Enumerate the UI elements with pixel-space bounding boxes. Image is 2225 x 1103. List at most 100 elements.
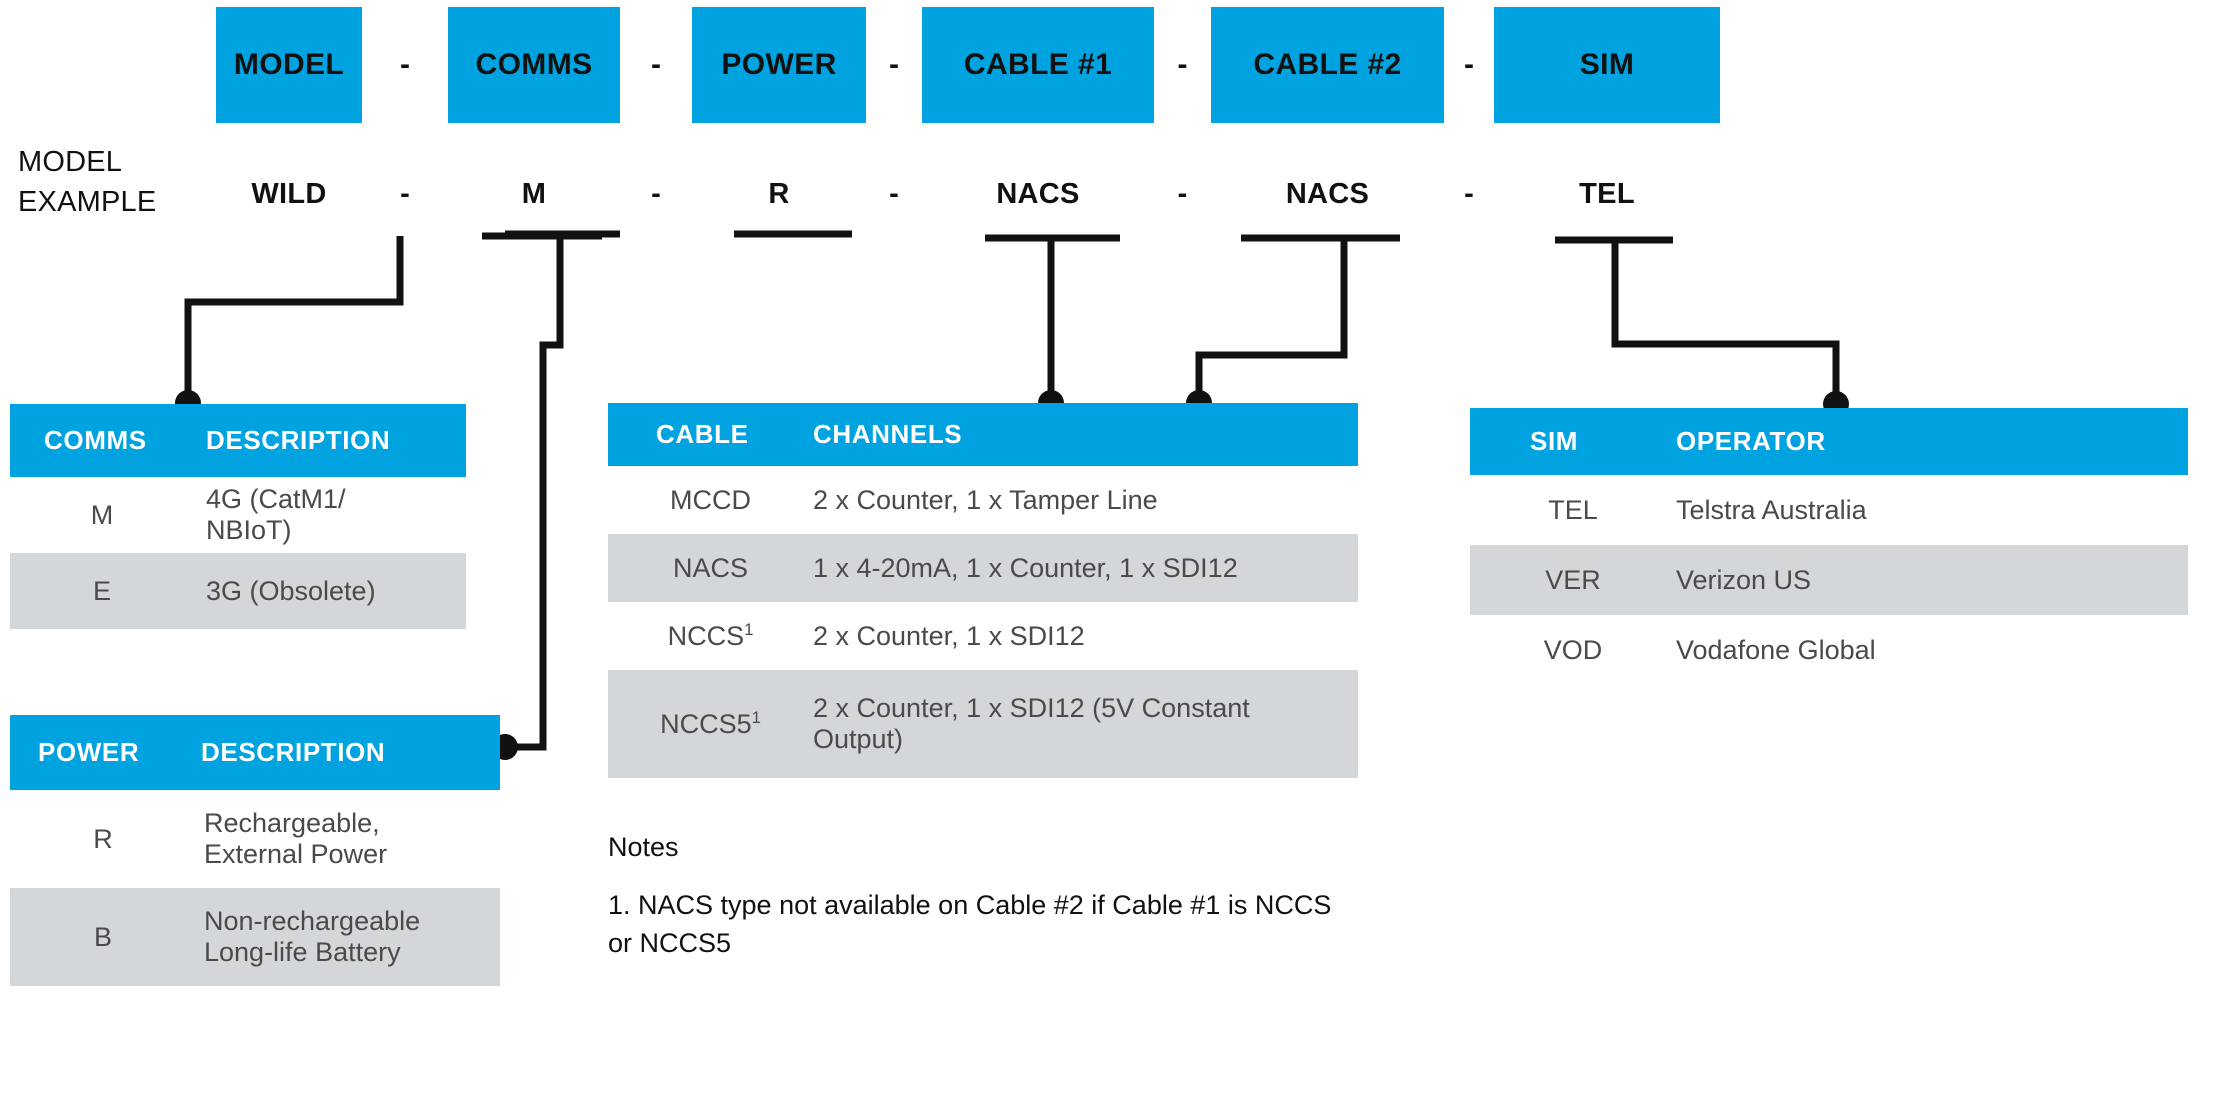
- example-text: NACS: [1285, 178, 1370, 210]
- cable-table-header: CABLE CHANNELS: [608, 403, 1358, 466]
- example-separator-2: -: [620, 178, 692, 211]
- cable-row-channels: 1 x 4-20mA, 1 x Counter, 1 x SDI12: [813, 552, 1238, 583]
- model-example-label: MODEL EXAMPLE: [18, 142, 218, 222]
- table-row: MCCD 2 x Counter, 1 x Tamper Line: [608, 466, 1358, 534]
- table-row: TEL Telstra Australia: [1470, 475, 2188, 545]
- code-box-label: SIM: [1579, 48, 1635, 81]
- cable-header-channels: CHANNELS: [813, 419, 963, 449]
- separator-glyph: -: [889, 178, 899, 210]
- cable-row-channels: 2 x Counter, 1 x Tamper Line: [813, 484, 1158, 515]
- separator-glyph: -: [1177, 178, 1188, 210]
- notes-title: Notes: [608, 832, 679, 862]
- cable-code-text: NCCS: [667, 620, 745, 651]
- table-row: E 3G (Obsolete): [10, 553, 466, 629]
- example-value-cable-1: NACS: [922, 178, 1154, 211]
- notes-item: 1. NACS type not available on Cable #2 i…: [608, 890, 1332, 958]
- wire-comms: [184, 232, 602, 400]
- power-table: POWER DESCRIPTION R Rechargeable,Externa…: [10, 715, 500, 986]
- code-box-label: POWER: [721, 48, 837, 81]
- table-row: NCCS51 2 x Counter, 1 x SDI12 (5V Consta…: [608, 670, 1358, 778]
- example-separator-4: -: [1154, 178, 1211, 211]
- comms-row-description: 3G (Obsolete): [206, 575, 376, 606]
- sim-row-code: TEL: [1548, 494, 1598, 525]
- example-text: M: [521, 178, 547, 210]
- sim-row-code: VER: [1545, 564, 1601, 595]
- code-box-model: MODEL: [216, 7, 362, 123]
- wire-cable-2: [1195, 234, 1400, 400]
- example-separator-1: -: [362, 178, 448, 211]
- separator-glyph: -: [1464, 178, 1474, 210]
- table-row: NCCS1 2 x Counter, 1 x SDI12: [608, 602, 1358, 670]
- example-text: TEL: [1579, 178, 1635, 210]
- cable-row-channels: 2 x Counter, 1 x SDI12 (5V Constant Outp…: [813, 693, 1250, 754]
- code-box-label: CABLE #2: [1253, 48, 1402, 81]
- cable-code-text: MCCD: [670, 484, 751, 515]
- separator-glyph: -: [889, 48, 899, 81]
- comms-row-description: 4G (CatM1/NBIoT): [206, 484, 346, 545]
- comms-row-code: E: [92, 575, 111, 606]
- table-row: M 4G (CatM1/NBIoT): [10, 477, 466, 553]
- power-header-description: DESCRIPTION: [201, 737, 386, 767]
- separator-glyph: -: [400, 178, 410, 210]
- code-separator-4: -: [1154, 7, 1211, 123]
- code-box-label: CABLE #1: [963, 48, 1113, 81]
- model-example-label-line2: EXAMPLE: [18, 186, 157, 218]
- comms-table-header: COMMS DESCRIPTION: [10, 404, 466, 477]
- example-separator-5: -: [1444, 178, 1494, 211]
- separator-glyph: -: [651, 48, 661, 81]
- table-row: NACS 1 x 4-20mA, 1 x Counter, 1 x SDI12: [608, 534, 1358, 602]
- power-row-code: B: [93, 921, 112, 952]
- cable-row-code: NACS: [608, 553, 813, 584]
- code-separator-5: -: [1444, 7, 1494, 123]
- example-value-comms: M: [448, 178, 620, 211]
- wire-cable-1: [985, 234, 1120, 400]
- wire-sim: [1555, 236, 1840, 400]
- cable-row-code: NCCS51: [608, 709, 813, 740]
- example-value-model: WILD: [216, 178, 362, 211]
- sim-row-code: VOD: [1543, 634, 1603, 665]
- sim-row-operator: Telstra Australia: [1676, 494, 1867, 525]
- power-row-description: Rechargeable,External Power: [204, 808, 388, 869]
- cable-footnote-marker: 1: [751, 707, 761, 727]
- table-row: VOD Vodafone Global: [1470, 615, 2188, 685]
- code-box-sim: SIM: [1494, 7, 1720, 123]
- table-row: R Rechargeable,External Power: [10, 790, 500, 888]
- table-row: VER Verizon US: [1470, 545, 2188, 615]
- example-text: WILD: [251, 178, 327, 210]
- sim-row-operator: Verizon US: [1676, 564, 1812, 595]
- power-header-code: POWER: [38, 737, 140, 767]
- code-box-comms: COMMS: [448, 7, 620, 123]
- code-separator-3: -: [866, 7, 922, 123]
- cable-row-channels: 2 x Counter, 1 x SDI12: [813, 620, 1085, 651]
- separator-glyph: -: [400, 48, 410, 81]
- code-separator-2: -: [620, 7, 692, 123]
- cable-code-text: NACS: [672, 552, 748, 583]
- model-example-label-line1: MODEL: [18, 146, 123, 178]
- example-value-cable-2: NACS: [1211, 178, 1444, 211]
- separator-glyph: -: [1177, 48, 1188, 81]
- example-separator-3: -: [866, 178, 922, 211]
- comms-header-code: COMMS: [44, 425, 147, 455]
- cable-code-text: NCCS5: [660, 708, 752, 739]
- power-table-header: POWER DESCRIPTION: [10, 715, 500, 790]
- separator-glyph: -: [651, 178, 661, 210]
- comms-table: COMMS DESCRIPTION M 4G (CatM1/NBIoT) E 3…: [10, 404, 466, 629]
- power-row-code: R: [93, 823, 113, 854]
- code-box-power: POWER: [692, 7, 866, 123]
- code-box-label: COMMS: [475, 48, 593, 81]
- example-value-power: R: [692, 178, 866, 211]
- sim-header-operator: OPERATOR: [1676, 426, 1826, 456]
- example-value-sim: TEL: [1494, 178, 1720, 211]
- comms-header-description: DESCRIPTION: [206, 425, 391, 455]
- sim-row-operator: Vodafone Global: [1676, 634, 1876, 665]
- sim-table: SIM OPERATOR TEL Telstra Australia VER V…: [1470, 408, 2188, 685]
- example-text: R: [768, 178, 790, 210]
- code-box-label: MODEL: [233, 48, 345, 81]
- cable-header-code: CABLE: [656, 419, 749, 449]
- code-box-cable-2: CABLE #2: [1211, 7, 1444, 123]
- comms-row-code: M: [90, 499, 114, 530]
- cable-table: CABLE CHANNELS MCCD 2 x Counter, 1 x Tam…: [608, 403, 1358, 778]
